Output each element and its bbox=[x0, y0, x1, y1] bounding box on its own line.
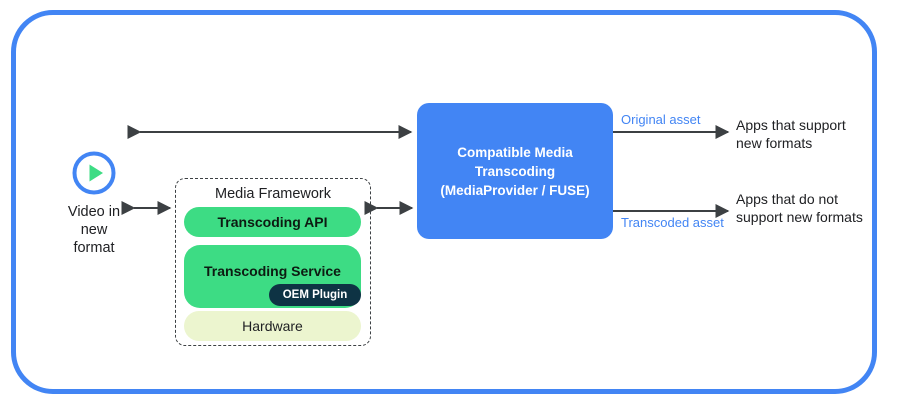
play-circle-icon bbox=[72, 151, 116, 195]
media-framework-title: Media Framework bbox=[214, 186, 332, 202]
apps-that-support-new-formats-label: Apps that support new formats bbox=[736, 117, 846, 151]
transcoded-asset-label: Transcoded asset bbox=[621, 215, 724, 230]
transcoding-api-block: Transcoding API bbox=[184, 207, 361, 237]
oem-plugin-badge: OEM Plugin bbox=[269, 284, 361, 306]
media-framework-container bbox=[175, 178, 371, 346]
compatible-media-transcoding-box: Compatible Media Transcoding (MediaProvi… bbox=[417, 103, 613, 239]
video-in-new-format-label: Video in new format bbox=[67, 204, 121, 256]
hardware-block: Hardware bbox=[184, 311, 361, 341]
apps-that-do-not-support-new-formats-label: Apps that do not support new formats bbox=[736, 191, 863, 225]
original-asset-label: Original asset bbox=[621, 112, 701, 127]
